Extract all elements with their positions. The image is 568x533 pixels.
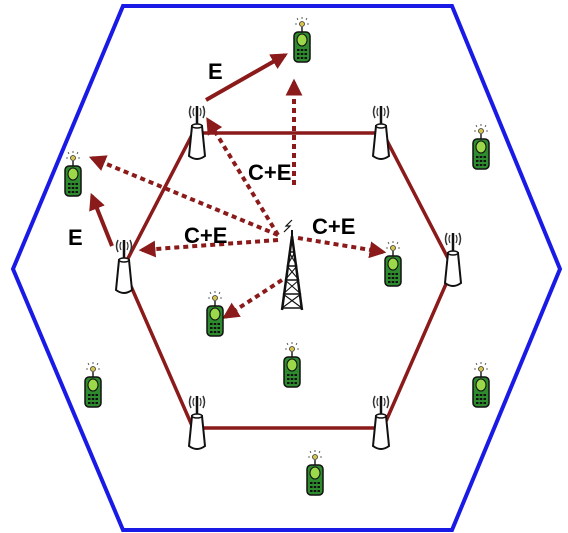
link-bs-to-left-relay [138,238,279,258]
label-ce-left: C+E [184,223,227,248]
mobile-phone-icon [472,361,490,408]
mobile-phone-icon [283,341,301,388]
label-ce-right: C+E [312,214,355,239]
cell-tower-icon [280,219,304,311]
outer-cell-boundary [10,4,563,532]
label-e-left: E [68,225,83,250]
mobile-phone-icon [293,16,311,63]
relay-antenna-icon [187,394,207,451]
link-relay-to-top-user [205,53,288,102]
mobile-phone-icon [64,150,82,197]
mobile-phone-icon [306,449,324,496]
label-e-top: E [208,59,223,84]
relay-antenna-icon [114,238,134,295]
mobile-phone-icon [384,240,402,287]
link-relay-to-left-user [89,192,114,247]
relay-antenna-icon [187,104,207,161]
mobile-phone-icon [472,123,490,170]
relay-antenna-icon [371,104,391,161]
link-bs-to-right-user [297,236,387,259]
label-ce-upper: C+E [248,160,291,185]
mobile-phone-icon [84,361,102,408]
relay-antenna-icon [371,394,391,451]
mobile-phone-icon [206,290,224,337]
relay-antenna-icon [443,231,463,288]
link-bs-to-upper-left-user [88,155,279,237]
link-bs-to-upper-left-relay [206,117,280,237]
link-bs-to-near-user [222,278,284,319]
